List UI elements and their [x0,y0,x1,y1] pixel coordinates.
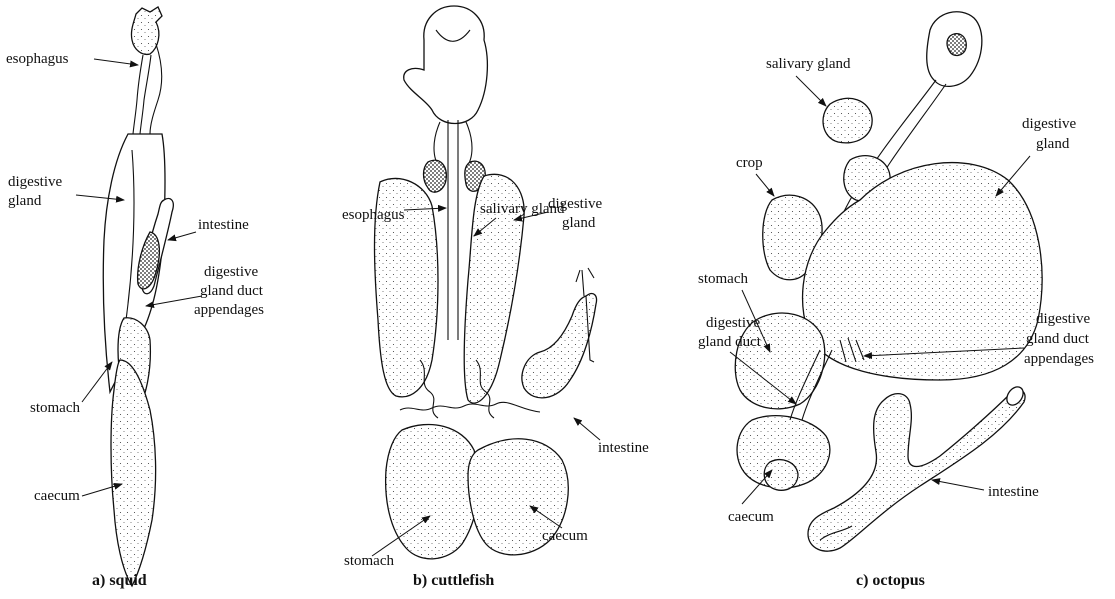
octopus-caption: c) octopus [856,572,925,589]
squid-intestine-label: intestine [198,217,249,233]
octopus-intestine-label: intestine [988,484,1039,500]
squid-esophagus-leader [94,59,138,65]
octopus-crop-label: crop [736,155,763,171]
squid-esophagus-label: esophagus [6,51,69,67]
squid-duct-appendages-label-2: gland duct [200,283,264,299]
cuttlefish-intestine-label: intestine [598,440,649,456]
cuttlefish-drawing [375,6,597,559]
squid-intestine-leader [168,232,196,240]
cuttlefish-intestine-leader [574,418,600,440]
squid-stomach-label: stomach [30,400,80,416]
cuttlefish-digestive-gland-label-2: gland [562,215,596,231]
octopus-crop-leader [756,174,774,196]
cuttlefish-panel: esophagus salivary gland digestive gland… [342,6,649,589]
squid-panel: esophagus digestive gland intestine dige… [6,7,264,589]
cuttlefish-caption: b) cuttlefish [413,572,494,589]
octopus-digestive-gland-label-2: gland [1036,136,1070,152]
squid-caecum-label: caecum [34,488,80,504]
cuttlefish-caecum-label: caecum [542,528,588,544]
octopus-intestine-leader [932,480,984,490]
squid-drawing [103,7,173,586]
octopus-salivary-gland-label: salivary gland [766,56,851,72]
squid-digestive-gland-label-1: digestive [8,174,62,190]
squid-caption: a) squid [92,572,147,589]
octopus-duct-appendages-label-3: appendages [1024,351,1094,367]
octopus-duct-label-2: gland duct [698,334,762,350]
octopus-panel: salivary gland digestive gland crop stom… [698,12,1094,589]
octopus-duct-appendages-label-1: digestive [1036,311,1090,327]
squid-stomach-leader [82,362,112,402]
squid-duct-appendages-label-3: appendages [194,302,264,318]
cuttlefish-esophagus-label: esophagus [342,207,405,223]
octopus-caecum-label: caecum [728,509,774,525]
cuttlefish-stomach-label: stomach [344,553,394,569]
octopus-duct-label-1: digestive [706,315,760,331]
octopus-drawing [735,12,1042,551]
octopus-stomach-label: stomach [698,271,748,287]
squid-digestive-gland-label-2: gland [8,193,42,209]
squid-duct-appendages-label-1: digestive [204,264,258,280]
octopus-duct-appendages-label-2: gland duct [1026,331,1090,347]
octopus-digestive-gland-label-1: digestive [1022,116,1076,132]
octopus-salivary-gland-leader [796,76,826,106]
cuttlefish-digestive-gland-label-1: digestive [548,196,602,212]
